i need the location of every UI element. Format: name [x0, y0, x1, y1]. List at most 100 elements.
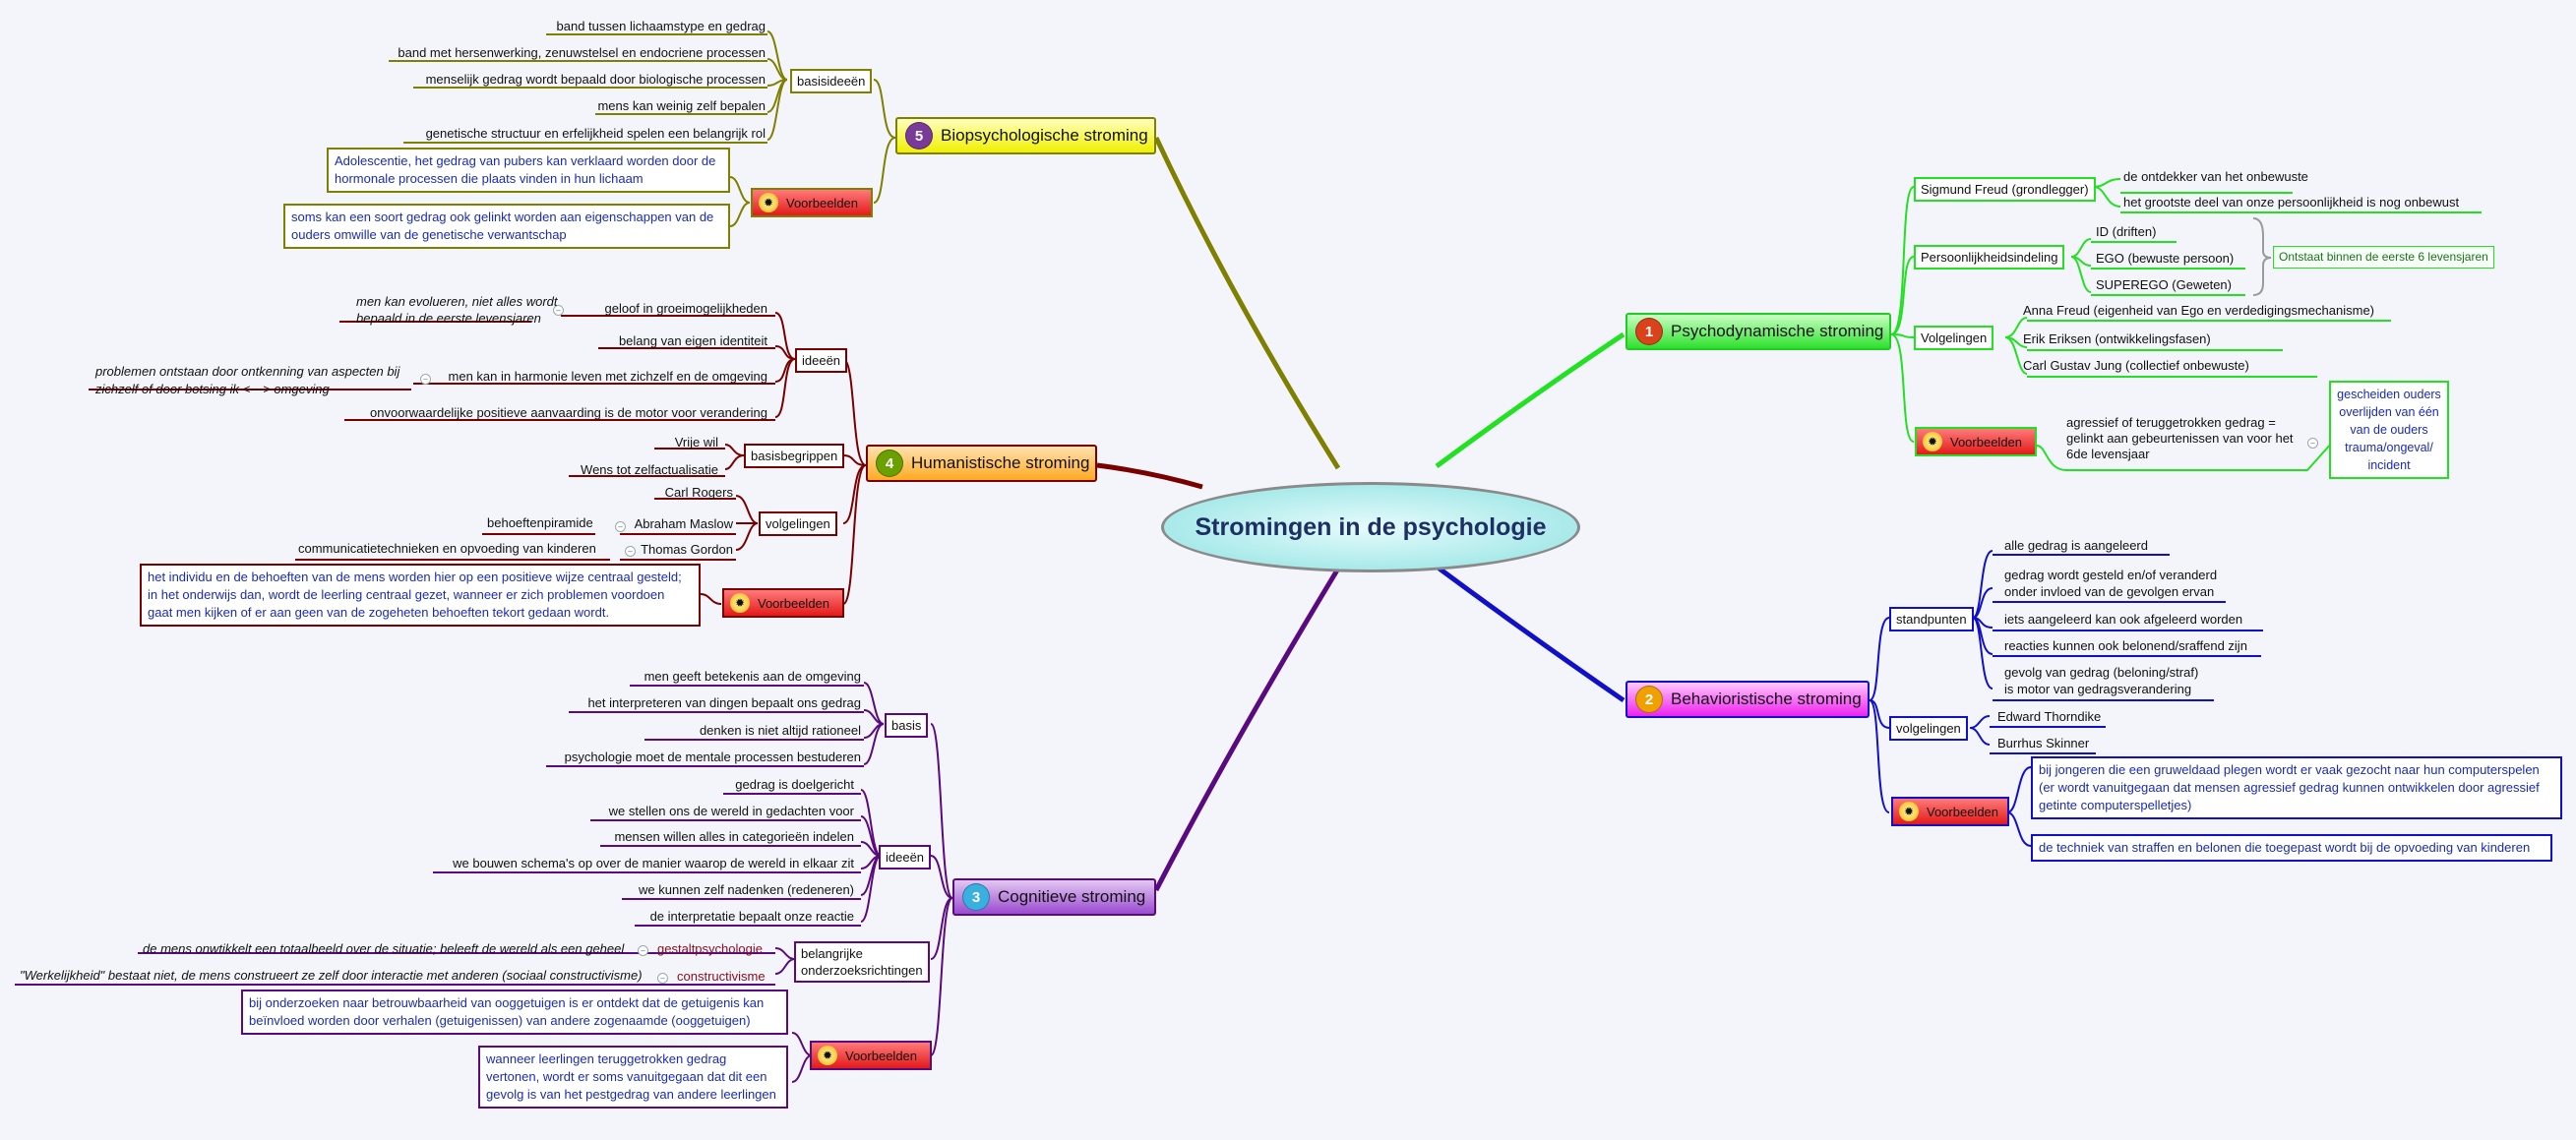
node-human-i2[interactable]: belang van eigen identiteit [618, 333, 767, 348]
node-cogn-b3[interactable]: denken is niet altijd rationeel [699, 723, 861, 738]
node-cogn-vb2[interactable]: wanneer leerlingen teruggetrokken gedrag… [478, 1046, 788, 1109]
node-standpunten[interactable]: standpunten [1889, 607, 1974, 631]
collapse-icon[interactable]: – [2307, 438, 2318, 449]
topic-psychodynamische[interactable]: 1 Psychodynamische stroming [1625, 313, 1891, 350]
topic-label: Cognitieve stroming [998, 887, 1146, 906]
node-cogn-i1[interactable]: gedrag is doelgericht [735, 777, 854, 792]
node-pers-note[interactable]: Ontstaat binnen de eerste 6 levensjaren [2273, 246, 2494, 269]
voorbeelden-human[interactable]: ✹Voorbeelden [722, 588, 844, 618]
node-human-i4[interactable]: onvoorwaardelijke positieve aanvaarding … [370, 405, 767, 420]
node-behav-volgelingen[interactable]: volgelingen [1889, 716, 1968, 741]
node-cogn-i4[interactable]: we bouwen schema's op over de manier waa… [453, 856, 854, 870]
node-gordon[interactable]: Thomas Gordon [641, 542, 733, 557]
node-bio-b2[interactable]: band met hersenwerking, zenuwstelsel en … [398, 45, 766, 60]
node-human-i1-note-a[interactable]: men kan evolueren, niet alles wordt [356, 294, 558, 309]
topic-cognitieve[interactable]: 3 Cognitieve stroming [952, 878, 1156, 916]
collapse-icon[interactable]: – [553, 305, 564, 316]
voorbeelden-behav[interactable]: ✹Voorbeelden [1891, 797, 2009, 826]
collapse-icon[interactable]: – [657, 973, 668, 984]
node-cogn-i6[interactable]: de interpretatie bepaalt onze reactie [649, 909, 854, 924]
node-human-i3[interactable]: men kan in harmonie leven met zichzelf e… [448, 369, 767, 384]
node-human-i3-note-a[interactable]: problemen ontstaan door ontkenning van a… [95, 364, 400, 379]
node-skinner[interactable]: Burrhus Skinner [1997, 736, 2090, 750]
topic-label: Biopsychologische stroming [941, 126, 1148, 145]
node-volgelingen[interactable]: Volgelingen [1914, 326, 1994, 350]
node-cogn-i2[interactable]: we stellen ons de wereld in gedachten vo… [608, 804, 854, 818]
node-s2a[interactable]: gedrag wordt gesteld en/of veranderd [2004, 568, 2218, 582]
node-human-bb2[interactable]: Wens tot zelfactualisatie [581, 462, 718, 477]
node-ego[interactable]: EGO (bewuste persoon) [2096, 251, 2235, 266]
central-topic[interactable]: Stromingen in de psychologie [1161, 482, 1580, 572]
collapse-icon[interactable]: – [420, 374, 431, 385]
node-gestalt[interactable]: gestaltpsychologie [657, 941, 763, 956]
collapse-icon[interactable]: – [625, 546, 636, 557]
collapse-icon[interactable]: – [638, 945, 648, 956]
collapse-icon[interactable]: – [615, 521, 626, 532]
node-behav-vb2[interactable]: de techniek van straffen en belonen die … [2031, 834, 2552, 862]
node-freud-b[interactable]: het grootste deel van onze persoonlijkhe… [2123, 195, 2460, 210]
node-bio-b1[interactable]: band tussen lichaamstype en gedrag [556, 19, 766, 33]
node-human-bb1[interactable]: Vrije wil [674, 435, 718, 450]
topic-humanistische[interactable]: 4 Humanistische stroming [866, 445, 1097, 482]
node-cogn-b4[interactable]: psychologie moet de mentale processen be… [564, 750, 861, 764]
node-basisbegrippen[interactable]: basisbegrippen [744, 444, 845, 468]
node-constr-note[interactable]: "Werkelijkheid" bestaat niet, de mens co… [20, 968, 643, 983]
node-cogn-vb1[interactable]: bij onderzoeken naar betrouwbaarheid van… [241, 990, 788, 1035]
node-s2b[interactable]: onder invloed van de gevolgen ervan [2004, 584, 2215, 599]
node-human-volgelingen[interactable]: volgelingen [759, 511, 837, 536]
node-human-i3-note-b[interactable]: zichzelf of door botsing ik <---> omgevi… [95, 382, 330, 396]
node-erik[interactable]: Erik Eriksen (ontwikkelingsfasen) [2023, 331, 2211, 346]
node-cogn-i3[interactable]: mensen willen alles in categorieën indel… [614, 829, 854, 844]
node-bio-vb1[interactable]: Adolescentie, het gedrag van pubers kan … [327, 148, 730, 193]
voorbeelden-label: Voorbeelden [786, 195, 859, 210]
node-behav-vb1[interactable]: bij jongeren die een gruweldaad plegen w… [2031, 756, 2562, 819]
node-s5b[interactable]: is motor van gedragsverandering [2004, 682, 2192, 696]
node-gordon-note[interactable]: communicatietechnieken en opvoeding van … [298, 541, 596, 556]
node-cogn-i5[interactable]: we kunnen zelf nadenken (redeneren) [639, 882, 854, 897]
node-bio-b5[interactable]: genetische structuur en erfelijkheid spe… [425, 126, 766, 141]
voorbeelden-bio[interactable]: ✹Voorbeelden [751, 188, 873, 217]
node-superego[interactable]: SUPEREGO (Geweten) [2096, 277, 2232, 292]
node-anna[interactable]: Anna Freud (eigenheid van Ego en verdedi… [2023, 303, 2374, 318]
node-s3[interactable]: iets aangeleerd kan ook afgeleerd worden [2004, 612, 2243, 627]
node-persoonlijkheid[interactable]: Persoonlijkheidsindeling [1914, 245, 2065, 270]
number-4-icon: 4 [876, 450, 903, 477]
node-bio-vb2[interactable]: soms kan een soort gedrag ook gelinkt wo… [283, 204, 730, 249]
topic-label: Behavioristische stroming [1671, 690, 1862, 708]
node-gestalt-note[interactable]: de mens onwtikkelt een totaalbeeld over … [143, 941, 625, 956]
lightbulb-icon: ✹ [1923, 432, 1942, 451]
central-topic-label: Stromingen in de psychologie [1195, 512, 1547, 541]
node-human-i1[interactable]: geloof in groeimogelijkheden [604, 301, 767, 316]
topic-biopsychologische[interactable]: 5 Biopsychologische stroming [895, 117, 1156, 154]
number-1-icon: 1 [1635, 318, 1663, 345]
voorbeelden-psycho[interactable]: ✹Voorbeelden [1915, 427, 2037, 456]
node-cogn-basis[interactable]: basis [885, 713, 929, 738]
node-constr[interactable]: constructivisme [677, 969, 766, 984]
node-id[interactable]: ID (driften) [2096, 224, 2157, 239]
node-freud[interactable]: Sigmund Freud (grondlegger) [1914, 177, 2096, 202]
node-bio-b4[interactable]: mens kan weinig zelf bepalen [597, 98, 766, 113]
node-rogers[interactable]: Carl Rogers [664, 485, 733, 500]
node-human-i1-note-b[interactable]: bepaald in de eerste levensjaren [356, 311, 541, 326]
node-psycho-vb-note[interactable]: gescheiden ouders overlijden van één van… [2329, 381, 2449, 479]
topic-behavioristische[interactable]: 2 Behavioristische stroming [1625, 681, 1870, 718]
node-jung[interactable]: Carl Gustav Jung (collectief onbewuste) [2023, 358, 2249, 373]
node-cogn-ideeen[interactable]: ideeën [879, 845, 932, 870]
node-onderzoeksrichtingen[interactable]: belangrijke onderzoeksrichtingen [794, 941, 930, 983]
node-maslow[interactable]: Abraham Maslow [634, 516, 733, 531]
node-s5a[interactable]: gevolg van gedrag (beloning/straf) [2004, 665, 2199, 680]
node-psycho-vb-text[interactable]: agressief of teruggetrokken gedrag = gel… [2066, 415, 2294, 461]
node-s1[interactable]: alle gedrag is aangeleerd [2004, 538, 2148, 553]
node-basisideeen[interactable]: basisideeën [790, 69, 873, 93]
node-cogn-b2[interactable]: het interpreteren van dingen bepaalt ons… [587, 695, 861, 710]
node-freud-a[interactable]: de ontdekker van het onbewuste [2123, 169, 2308, 184]
voorbeelden-cogn[interactable]: ✹Voorbeelden [810, 1041, 932, 1070]
node-bio-b3[interactable]: menselijk gedrag wordt bepaald door biol… [425, 72, 766, 87]
node-human-ideeen[interactable]: ideeën [795, 348, 848, 373]
node-human-vb[interactable]: het individu en de behoeften van de mens… [140, 564, 701, 627]
node-s4[interactable]: reacties kunnen ook belonend/sraffend zi… [2004, 638, 2247, 653]
number-5-icon: 5 [905, 122, 933, 150]
node-thorndike[interactable]: Edward Thorndike [1997, 709, 2102, 724]
node-cogn-b1[interactable]: men geeft betekenis aan de omgeving [644, 669, 861, 684]
node-maslow-note[interactable]: behoeftenpiramide [487, 515, 593, 530]
